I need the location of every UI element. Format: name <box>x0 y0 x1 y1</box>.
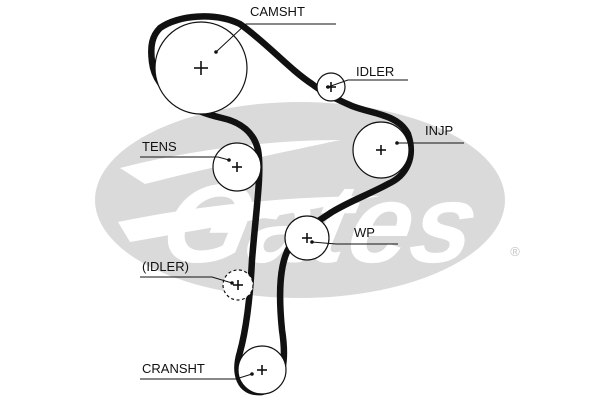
callout-cransht: CRANSHT <box>140 361 254 380</box>
plus-icon <box>302 233 312 243</box>
plus-icon <box>376 145 386 155</box>
callout-injp: INJP <box>395 123 464 145</box>
label-wp: WP <box>354 225 375 240</box>
plus-icon <box>232 162 242 172</box>
callout-idler: IDLER <box>326 64 408 89</box>
callout-tens: TENS <box>140 139 231 162</box>
pulley-cransht <box>237 345 287 395</box>
label-tens: TENS <box>142 139 177 154</box>
plus-icon <box>194 61 208 75</box>
pulley-wp <box>284 215 330 261</box>
plus-icon <box>257 365 267 375</box>
callout-wp: WP <box>310 225 398 245</box>
label-idler-optional: (IDLER) <box>142 259 189 274</box>
pulley-tens <box>212 142 262 192</box>
pulley-idler-optional <box>222 269 254 301</box>
callout-camsht: CAMSHT <box>214 4 336 54</box>
pulley-injp <box>352 121 410 179</box>
pulley-idler <box>316 72 346 102</box>
registered-mark: ® <box>510 244 520 259</box>
callout-idler-optional: (IDLER) <box>140 259 234 285</box>
label-cransht: CRANSHT <box>142 361 205 376</box>
label-injp: INJP <box>425 123 453 138</box>
plus-icon <box>233 280 243 290</box>
label-idler: IDLER <box>356 64 394 79</box>
label-camsht: CAMSHT <box>250 4 305 19</box>
